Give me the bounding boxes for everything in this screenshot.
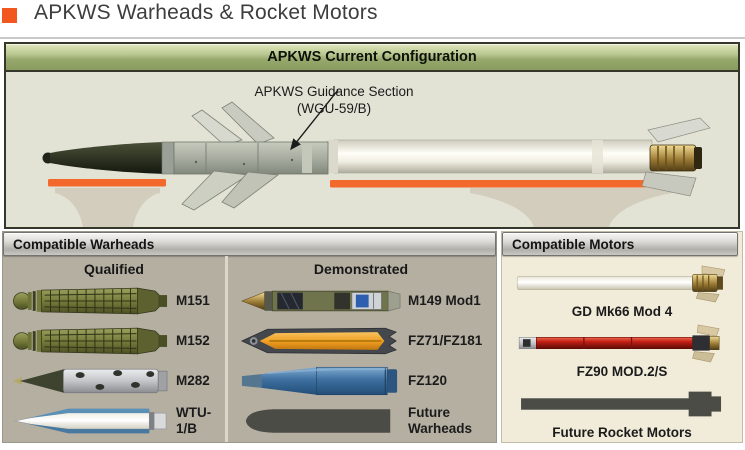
warhead-label: M152 (176, 332, 210, 348)
orange-bar-right (330, 180, 694, 188)
current-configuration-panel: APKWS Current Configuration APKWS Guidan… (4, 42, 740, 229)
list-item: FZ71/FZ181 (228, 321, 494, 360)
motor-label: Future Rocket Motors (552, 424, 692, 440)
demonstrated-column: Demonstrated M1 (228, 256, 494, 442)
orange-bar-left (48, 179, 166, 187)
compatible-warheads-panel: Compatible Warheads Qualified (2, 231, 497, 443)
list-item: M151 (3, 281, 225, 320)
list-item: WTU-1/B (3, 401, 225, 440)
warhead-label: Future Warheads (408, 405, 473, 436)
warhead-label: M282 (176, 372, 210, 388)
fz90-mod2s-motor-icon (518, 324, 720, 363)
future-warheads-icon (245, 408, 391, 433)
gd-mk66-mod4-motor-icon (516, 265, 726, 302)
right-stand (470, 188, 672, 227)
qualified-column-header: Qualified (84, 261, 144, 277)
motor-label: GD Mk66 Mod 4 (571, 303, 673, 319)
wtu-1b-warhead-icon (14, 408, 167, 433)
list-item: FZ90 MOD.2/S (502, 323, 742, 379)
future-rocket-motors-icon (521, 391, 722, 416)
title-divider (0, 37, 745, 39)
demonstrated-column-header: Demonstrated (313, 261, 409, 277)
list-item: M282 (3, 361, 225, 400)
column-divider (225, 256, 228, 442)
motors-panel-header: Compatible Motors (502, 232, 738, 256)
list-item: M149 Mod1 (228, 281, 494, 320)
config-panel-header: APKWS Current Configuration (6, 44, 738, 72)
warheads-content: Qualified M15 (3, 256, 496, 442)
warhead-label: FZ71/FZ181 (408, 332, 483, 348)
annotation-line2: (WGU-59/B) (296, 100, 372, 116)
motors-content: GD Mk66 Mod 4 FZ90 MOD.2/S (502, 256, 742, 444)
apkws-rocket-illustration (42, 89, 711, 227)
motor-label: FZ90 MOD.2/S (576, 364, 668, 379)
warhead-label: M149 Mod1 (408, 292, 481, 308)
m151-warhead-icon (13, 287, 168, 314)
fz71-fz181-warhead-icon (240, 327, 398, 354)
guidance-section-annotation: APKWS Guidance Section (WGU-59/B) (184, 84, 484, 118)
list-item: Future Warheads (228, 401, 494, 440)
compatible-motors-panel: Compatible Motors GD Mk66 Mod 4 (501, 231, 743, 443)
warhead-label: M151 (176, 292, 210, 308)
m149-mod1-warhead-icon (241, 290, 401, 311)
fz120-warhead-icon (241, 366, 398, 395)
list-item: FZ120 (228, 361, 494, 400)
page-title: APKWS Warheads & Rocket Motors (34, 1, 378, 24)
m152-warhead-icon (13, 327, 168, 354)
warhead-label: WTU-1/B (176, 405, 212, 436)
warhead-label: FZ120 (408, 372, 448, 388)
left-stand (55, 188, 160, 227)
list-item: Future Rocket Motors (502, 384, 742, 440)
list-item: M152 (3, 321, 225, 360)
m282-warhead-icon (12, 368, 168, 393)
qualified-column: Qualified M15 (3, 256, 225, 442)
warheads-panel-header: Compatible Warheads (3, 232, 496, 256)
list-item: GD Mk66 Mod 4 (502, 263, 742, 319)
annotation-line1: APKWS Guidance Section (254, 84, 414, 99)
orange-square-bullet-icon (2, 8, 17, 23)
